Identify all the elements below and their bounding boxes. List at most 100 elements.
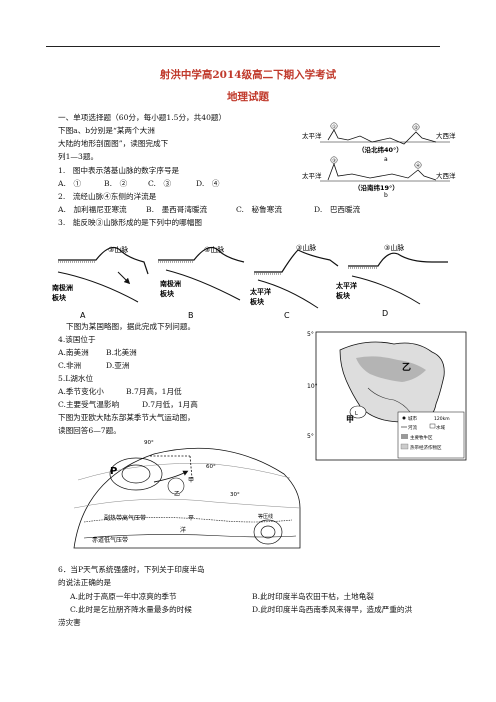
legend-city: 城市 [408,415,417,422]
diagram-b-mountain: ③山脉 [204,245,224,254]
mtn-label-2: ② [414,125,418,131]
map1-lat-top: 5° [307,331,314,338]
diagram-b-plate-1: 南极洲 [160,279,181,288]
map1-region-yi: 乙 [402,362,411,373]
diagram-a-letter: A [80,311,86,320]
pacific-label-b: 太平洋 [302,171,322,180]
legend-scale: 120km [434,416,450,422]
legend-crops: 热带经济作物区 [410,444,442,451]
diagram-d-letter: D [382,309,388,318]
exam-subject: 地理试题 [227,91,269,103]
map1-lake-label: L [355,411,358,417]
intro-line-2: 大陆的地形剖面图”，读图完成下 [58,139,169,148]
mtn-label-3: ③ [332,158,336,164]
lake-l [349,405,367,419]
q1-opt-a[interactable]: A. ① [58,179,82,188]
plate-diagrams: ③山脉 南极洲 板块 A ③山脉 南极洲 板块 B ③山脉 太平洋 板块 C ③… [52,243,448,320]
q1-opt-d[interactable]: D. ④ [196,179,220,188]
profile-a-caption: （沿北纬40°） [358,145,403,154]
profile-diagram: 太平洋 大西洋 ① ② （沿北纬40°） a 太平洋 大西洋 ③ ④ （沿南纬1… [302,122,456,198]
country-map: 5° 10° 5° 乙 甲 L 城市 120km 河流 水域 主要牧牛区 热带经… [307,331,467,461]
river [367,387,411,413]
diagram-d-plate-1: 太平洋 [336,281,357,290]
q4-opt-b[interactable]: B.北美洲 [106,348,137,357]
diagram-b-plate-2: 板块 [160,289,175,298]
section-heading: 一、单项选择题（60分，每小题1.5分，共40题） [58,113,227,122]
q6-opt-d[interactable]: D.此时印度半岛西南季风来得早，造成严重的洪 [252,605,413,614]
legend-river: 河流 [408,424,417,431]
q6-stem-2: 的说法正确的是 [58,578,112,587]
map1-region-jia: 甲 [346,415,354,424]
diagram-c-plate-2: 板块 [250,297,265,306]
q2-stem: 2. 流经山脉④东侧的洋流是 [58,192,157,201]
profile-line-b [327,162,437,181]
pressure-map: 90° 60° 30° P 甲 乙 副热带高气压带 平 洋 赤道低气压带 [73,440,301,549]
q3-stem: 3. 能反映③山脉形成的是下列中的哪幅图 [58,218,202,227]
diagram-a-mountain: ③山脉 [108,245,128,254]
atlantic-label-b: 大西洋 [436,171,456,180]
map2-jia: 甲 [188,477,194,484]
q6-opt-a[interactable]: A.此时于高原一年中凉爽的季节 [70,592,177,601]
q2-opt-b[interactable]: B. 墨西哥湾暖流 [146,205,208,214]
diagram-a: ③山脉 南极洲 板块 A [52,245,149,320]
map2-equatorial-low: 赤道低气压带 [92,536,128,544]
isobar-p-outer [109,457,163,491]
q5-opt-a[interactable]: A.季节变化小 [58,387,104,396]
map2-lat-90: 90° [144,440,154,446]
diagram-a-plate-2: 板块 [52,293,67,302]
top-rule [46,46,440,47]
q5-opt-d[interactable]: D.7月低，1月高 [142,400,198,409]
map2-subtropical-high: 副热带高气压带 [104,514,146,522]
map2-lat-60: 60° [206,464,216,470]
q1-opt-b[interactable]: B. ② [104,179,128,188]
mtn-marker-1 [330,122,338,130]
diagram-c-plate-1: 太平洋 [250,287,271,296]
map2-yang: 洋 [180,526,186,534]
q2-opt-d[interactable]: D. 巴西暖流 [314,205,361,214]
q67-intro-2: 读图回答6—7题。 [58,426,121,435]
map2-yi: 乙 [174,491,180,498]
q2-opt-c[interactable]: C. 秘鲁寒流 [236,205,282,214]
q6-stem-1: 6．当P天气系统强盛时，下列关于印度半岛 [58,565,205,574]
q4-opt-a[interactable]: A.南美洲 [58,348,89,357]
diagram-d-mountain: ③山脉 [384,243,404,252]
atlantic-label-a: 大西洋 [436,131,456,140]
profile-b-caption: （沿南纬19°） [354,183,399,192]
mtn-marker-2 [412,123,420,131]
q5-opt-c[interactable]: C.主要受气温影响 [58,400,120,409]
map2-lat-30: 30° [230,492,240,498]
intro-line-1: 下图a、b分别是“某两个大洲 [58,126,155,135]
q6-opt-c[interactable]: C.此时是乞拉朋齐降水量最多的时候 [70,605,192,614]
q2-opt-a[interactable]: A. 加利福尼亚寒流 [58,205,127,214]
exam-title: 射洪中学高2014级高二下期入学考试 [159,69,337,81]
mtn-marker-3 [330,156,338,164]
isobar-p-inner [121,464,151,484]
q1-stem: 1. 图中表示落基山脉的数字序号是 [58,166,180,175]
q1-opt-c[interactable]: C. ③ [148,179,172,188]
diagram-d: ③山脉 太平洋 板块 D [336,243,448,318]
diagram-b-letter: B [188,311,194,320]
diagram-a-plate-1: 南极洲 [52,283,73,292]
q4-stem: 4.该国位于 [58,335,96,344]
cattle-area [356,356,426,382]
profile-b-letter: b [384,192,388,198]
isobar-legend-label: 等压线 [258,513,273,520]
q6-opt-d-cont: 涝灾害 [58,618,81,627]
profile-a-letter: a [384,156,388,163]
mtn-label-4: ④ [416,163,420,169]
q5-opt-b[interactable]: B.7月高，1月低 [126,387,182,396]
q67-intro-1: 下图为亚欧大陆东部某季节大气运动图， [58,413,195,422]
q4-opt-c[interactable]: C.非洲 [58,361,82,370]
legend-water: 水域 [436,424,445,431]
diagram-c-mountain: ③山脉 [296,243,316,252]
map1-lat-mid: 10° [307,383,318,390]
q4-opt-d[interactable]: D.亚洲 [106,361,130,370]
mtn-marker-4 [414,161,422,169]
q45-intro: 下图为某国略图，据此完成下列问题。 [66,322,196,331]
intro-line-3: 列1—3题。 [58,152,99,161]
q5-stem: 5.L湖水位 [58,374,94,383]
diagram-c: ③山脉 太平洋 板块 C [250,243,339,320]
q6-opt-b[interactable]: B.此时印度半岛农田干枯，土地龟裂 [252,592,374,601]
legend-cattle: 主要牧牛区 [410,434,433,441]
isobar-legend: 等压线 [253,513,283,545]
